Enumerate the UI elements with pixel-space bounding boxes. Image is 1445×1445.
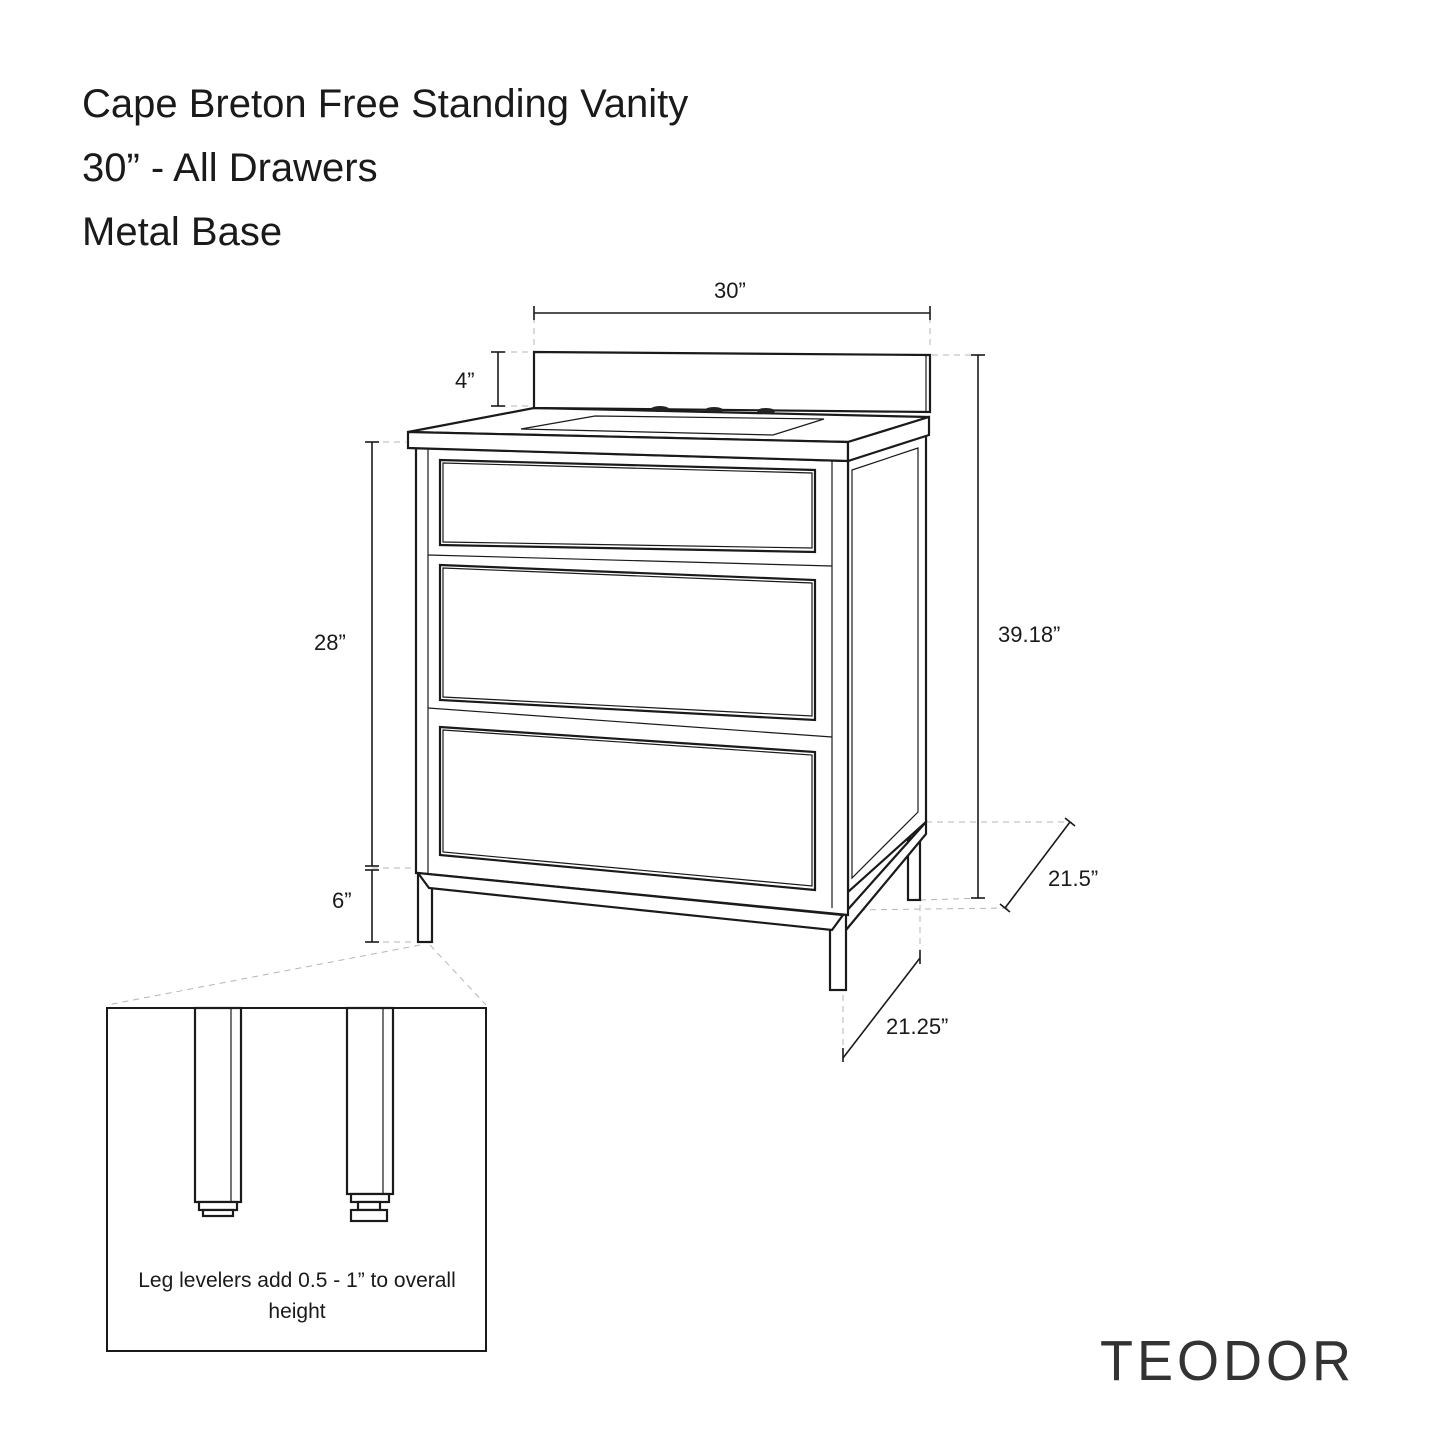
top-depth-label: 21.5” (1048, 866, 1099, 891)
brand-logo: TEODOR (1100, 1329, 1356, 1393)
product-size: 30” - All Drawers (82, 146, 378, 190)
drawer-top (438, 458, 817, 554)
side-panel (846, 433, 928, 895)
base-rail (415, 871, 846, 932)
cabinet-height-label: 28” (314, 630, 346, 655)
leveler-note: Leg levelers add 0.5 - 1” to overall hei… (138, 1269, 456, 1323)
overall-height-label: 39.18” (998, 622, 1061, 647)
leveler-foot-extended (349, 1208, 389, 1223)
drawer-bottom (438, 725, 817, 892)
backsplash (532, 350, 932, 414)
product-title: Cape Breton Free Standing Vanity (82, 82, 689, 126)
width-label: 30” (714, 278, 746, 303)
drawer-middle (438, 563, 817, 722)
faucet-hole (705, 407, 723, 413)
faucet-hole (651, 406, 669, 412)
base-depth-label: 21.25” (886, 1014, 949, 1039)
leveler-foot-flush (201, 1208, 235, 1218)
product-base: Metal Base (82, 210, 283, 254)
leg-leveler-detail (106, 1006, 487, 1352)
sink (520, 415, 825, 436)
dimension-lines (365, 306, 1076, 1062)
vanity (406, 350, 932, 992)
faucet-hole (757, 408, 775, 414)
backsplash-height-label: 4” (455, 368, 475, 393)
leg-height-label: 6” (332, 888, 352, 913)
